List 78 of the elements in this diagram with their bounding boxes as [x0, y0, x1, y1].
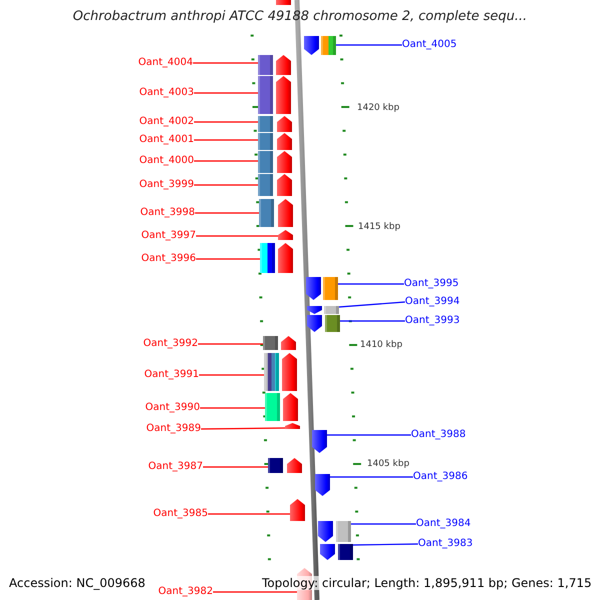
leader-line: [338, 283, 404, 285]
leader-line: [194, 139, 258, 141]
gene-block: [258, 174, 292, 196]
gene-label: Oant_3997: [141, 230, 196, 242]
leader-line: [199, 374, 264, 376]
gene-block: [318, 521, 351, 542]
leader-line: [193, 62, 258, 64]
leader-line: [336, 44, 402, 46]
gene-label: Oant_4002: [139, 116, 194, 128]
gene-label: Oant_3998: [140, 207, 195, 219]
leader-line: [213, 591, 297, 593]
leader-line: [203, 466, 268, 468]
footer-text: Accession: NC_009668: [9, 576, 146, 590]
leader-line: [194, 184, 258, 186]
leader-line: [201, 427, 285, 430]
gene-block: [268, 458, 302, 473]
gene-label: Oant_4001: [139, 134, 194, 146]
gene-label: Oant_3982: [158, 586, 213, 598]
gene-label: Oant_3988: [411, 429, 466, 441]
gene-block: [315, 474, 330, 496]
footer-text: Topology: circular; Length: 1,895,911 bp; Genes: 1,715: [262, 576, 592, 590]
title: Ochrobactrum anthropi ATCC 49188 chromosome 2, complete sequ...: [72, 9, 528, 24]
gene-block: [258, 76, 291, 114]
gene-label: Oant_3984: [416, 518, 471, 530]
gene-block: [265, 393, 298, 421]
gene-label: Oant_3992: [143, 338, 198, 350]
gene-block: [258, 116, 292, 132]
gene-block: [278, 230, 293, 240]
gene-label: Oant_4005: [402, 39, 457, 51]
leader-line: [198, 343, 263, 345]
leader-line: [208, 513, 290, 515]
gene-block: [258, 55, 291, 75]
gene-block: [259, 199, 293, 227]
gene-label: Oant_3983: [418, 538, 473, 550]
leader-line: [352, 543, 418, 546]
gene-block: [260, 243, 293, 273]
scale-label: 1420 kbp: [357, 102, 400, 115]
scale-label: 1405 kbp: [367, 458, 410, 471]
gene-block: [258, 133, 292, 150]
gene-label: Oant_3990: [145, 402, 200, 414]
gene-label: Oant_3989: [146, 423, 201, 435]
leader-line: [195, 212, 259, 214]
leader-line: [340, 320, 405, 322]
gene-block: [306, 277, 338, 300]
leader-line: [327, 434, 411, 436]
gene-label: Oant_3986: [413, 471, 468, 483]
gene-block: [290, 499, 305, 521]
gene-label: Oant_4000: [139, 155, 194, 167]
scale-label: 1415 kbp: [358, 221, 400, 234]
gene-block: [307, 315, 340, 332]
gene-label: Oant_3999: [139, 179, 194, 191]
gene-block: [304, 36, 336, 55]
gene-label: Oant_3991: [144, 369, 199, 381]
gene-block: [263, 336, 296, 350]
gene-label: Oant_3994: [405, 296, 460, 308]
leader-line: [196, 235, 278, 237]
gene-label: Oant_3993: [405, 315, 460, 327]
leader-line: [196, 258, 260, 260]
gene-block: [264, 353, 297, 391]
leader-line: [194, 160, 258, 162]
leader-line: [200, 407, 265, 409]
leader-line: [338, 301, 406, 308]
scale-label: 1410 kbp: [360, 339, 402, 352]
gene-block: [320, 544, 353, 560]
gene-label: Oant_3985: [153, 508, 208, 520]
gene-block: [307, 306, 339, 314]
gene-label: Oant_4004: [138, 57, 193, 69]
gene-label: Oant_4003: [139, 87, 194, 99]
leader-line: [351, 523, 416, 525]
leader-line: [194, 92, 258, 94]
gene-block: [285, 423, 300, 429]
gene-label: Oant_3987: [148, 461, 203, 473]
gene-block: [258, 151, 292, 173]
leader-line: [330, 476, 413, 478]
gene-label: Oant_3996: [141, 253, 196, 265]
gene-label: Oant_3995: [404, 278, 459, 290]
leader-line: [194, 121, 258, 123]
gene-block: [312, 430, 327, 453]
